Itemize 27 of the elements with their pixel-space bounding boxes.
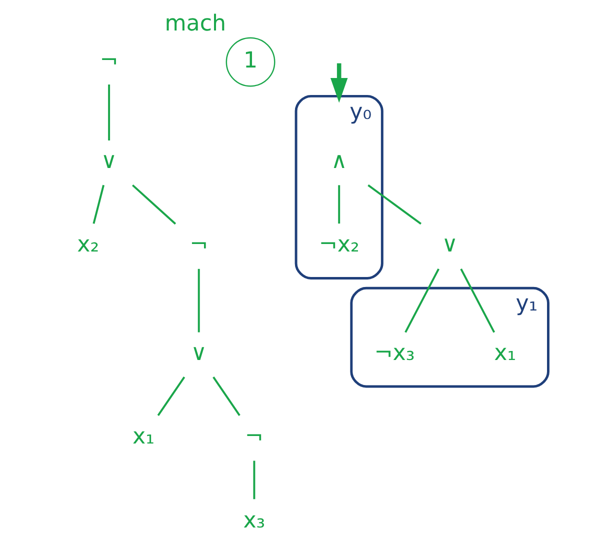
node-text: ¬x₂ [318,232,359,258]
node-text: x₂ [76,232,99,258]
node-text: ¬ [244,424,263,450]
node-text: ¬x₃ [374,340,414,366]
connector [460,268,495,333]
node-text: ∨ [100,148,117,174]
node-text: ∧ [330,148,347,174]
node-text: ∨ [441,232,458,258]
node-text: ¬ [189,232,208,258]
connector [367,184,421,225]
connector [404,268,439,333]
node-text: x₁ [132,424,154,450]
node-label: mach [164,10,226,37]
connector [92,184,104,224]
node-text: x₃ [242,507,265,534]
node-text: x₁ [494,340,516,366]
connector [108,84,110,140]
connector [197,268,200,332]
node-text: ¬ [99,47,118,74]
arrow [330,63,348,103]
connector [156,376,185,416]
node-text: ∨ [190,340,206,366]
connector [252,460,255,500]
connector [338,185,340,224]
node-circle: 1 [225,37,275,87]
connector [212,376,240,416]
connector [131,184,176,225]
